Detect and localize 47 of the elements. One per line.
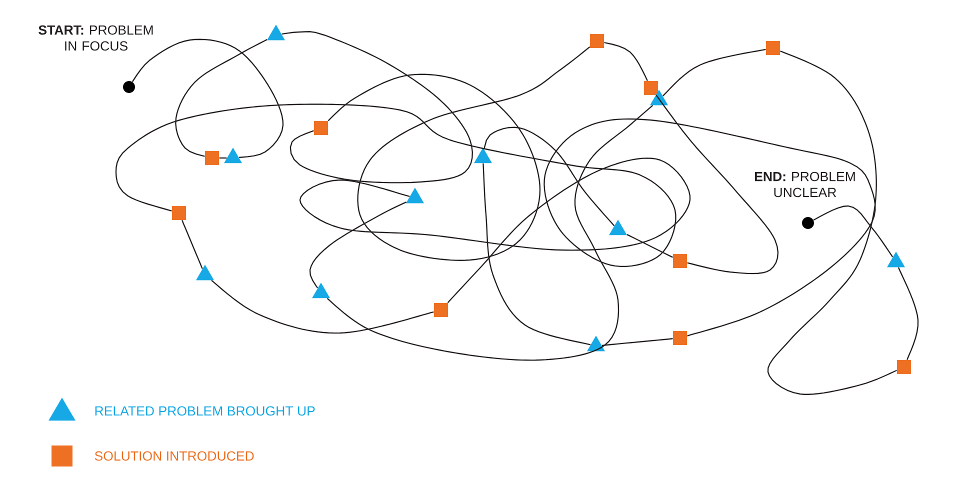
line xyxy=(211,280,434,334)
line xyxy=(115,104,876,336)
line xyxy=(898,267,919,360)
line xyxy=(484,126,615,226)
line xyxy=(656,94,779,274)
line xyxy=(813,205,894,258)
line xyxy=(482,163,591,346)
line xyxy=(182,220,203,269)
line xyxy=(299,158,691,304)
square-marker xyxy=(205,151,219,165)
triangle-marker xyxy=(474,148,492,164)
square-marker xyxy=(314,121,328,135)
square-marker xyxy=(434,303,448,317)
triangle-marker xyxy=(406,188,424,204)
dot xyxy=(123,81,135,93)
square-marker xyxy=(172,206,186,220)
legend-label: SOLUTION INTRODUCED xyxy=(94,451,254,461)
triangle-marker xyxy=(224,148,242,164)
start-label: START: PROBLEM IN FOCUS xyxy=(38,25,153,51)
line xyxy=(328,46,590,261)
dot xyxy=(802,217,814,229)
line xyxy=(662,48,766,96)
line xyxy=(175,39,268,157)
line xyxy=(132,38,284,158)
line xyxy=(309,201,407,288)
square-marker xyxy=(644,81,658,95)
line xyxy=(282,31,473,184)
legend-label: RELATED PROBLEM BROUGHT UP xyxy=(95,406,315,416)
square-marker xyxy=(590,34,604,48)
triangle-marker xyxy=(608,220,627,236)
line xyxy=(602,338,673,346)
triangle-marker xyxy=(587,336,605,352)
line xyxy=(219,157,227,159)
line xyxy=(626,234,674,258)
triangle-marker xyxy=(312,282,330,298)
square-marker xyxy=(766,41,780,55)
end-label: END: PROBLEM UNCLEAR xyxy=(754,172,855,198)
line xyxy=(604,42,648,81)
triangle-marker xyxy=(887,252,905,268)
square-marker xyxy=(896,360,911,374)
line xyxy=(767,50,897,395)
triangle-marker xyxy=(266,24,285,40)
line xyxy=(326,105,654,361)
square-marker xyxy=(673,331,687,345)
square-marker xyxy=(673,254,687,268)
triangle-marker xyxy=(650,90,668,106)
triangle-marker xyxy=(196,264,214,280)
